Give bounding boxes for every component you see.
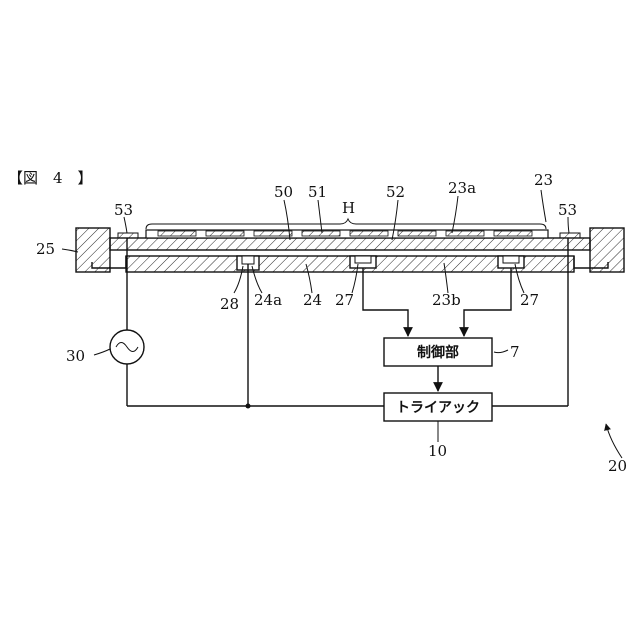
label-30: 30: [66, 347, 85, 365]
sensor-27-right-inner: [503, 256, 519, 263]
label-24a: 24a: [254, 291, 282, 309]
label-25: 25: [36, 240, 55, 258]
label-24: 24: [303, 291, 322, 309]
terminal-53-left: [118, 233, 138, 238]
label-23b: 23b: [432, 291, 461, 309]
label-53-right: 53: [558, 201, 577, 219]
label-28: 28: [220, 295, 239, 313]
label-52: 52: [386, 183, 405, 201]
left-block-25: [76, 228, 110, 272]
figure-label: 【図 4 】: [8, 169, 93, 187]
plate-23: [110, 238, 590, 250]
control-box-label: 制御部: [417, 344, 459, 361]
label-50: 50: [274, 183, 293, 201]
terminal-53-right: [560, 233, 580, 238]
wire-sensor27-left: [363, 268, 408, 336]
label-7: 7: [510, 343, 520, 361]
label-51: 51: [308, 183, 327, 201]
label-27-right: 27: [520, 291, 539, 309]
label-23a: 23a: [448, 179, 476, 197]
label-H: H: [342, 199, 355, 217]
right-block: [590, 228, 624, 272]
leader-lines: [62, 190, 569, 442]
junction-dot: [246, 404, 251, 409]
sensor-28-inner: [242, 256, 254, 264]
arrow-icon: [606, 424, 622, 458]
label-27-left: 27: [335, 291, 354, 309]
wire-sensor27-right: [464, 268, 511, 336]
triac-box-label: トライアック: [396, 400, 480, 416]
label-53-left: 53: [114, 201, 133, 219]
label-20: 20: [608, 457, 627, 475]
brace-h: [146, 219, 546, 229]
label-23: 23: [534, 171, 553, 189]
label-10: 10: [428, 442, 447, 460]
sensor-27-left-inner: [355, 256, 371, 263]
